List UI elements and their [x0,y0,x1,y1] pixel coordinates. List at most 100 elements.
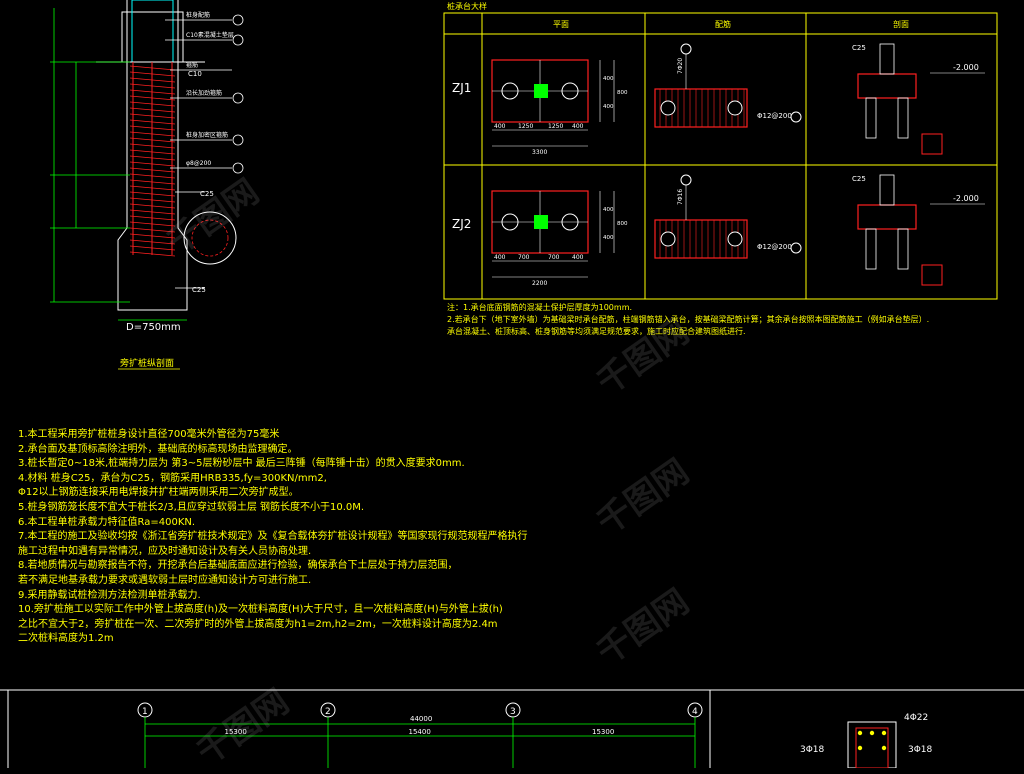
reinf-top-text: 7Φ20 [677,58,684,74]
section-pile [897,228,909,270]
pile-circle-icon [727,100,743,116]
callout-circle [680,43,692,55]
stirrup-line [129,221,176,227]
plan-span-text: 15300 [592,728,614,736]
section-column [879,174,895,206]
stirrup-line [129,197,176,203]
plan-total-text: 3300 [532,149,547,156]
detail-label-right: 3Φ18 [908,745,933,755]
plan-dim-text: 400 [494,254,506,261]
plan-dim-text: 400 [572,254,584,261]
section-cap [857,73,917,99]
section-conc-text: C25 [852,175,866,183]
row-id-zj2: ZJ2 [452,217,471,231]
reinf-top-text: 7Φ16 [677,189,684,205]
detail-label-left: 3Φ18 [800,745,825,755]
stirrup-line [129,209,176,215]
general-notes: 1.本工程采用旁扩桩桩身设计直径700毫米外管径为75毫米 2.承台面及基顶标高… [18,428,528,647]
cap-reinf-outline [654,219,748,259]
stirrup-line [129,185,176,191]
stirrup-line [129,71,176,77]
plan-dim-text: 400 [494,123,506,130]
stirrup-line [129,143,176,149]
stirrup-line [129,137,176,143]
stirrup-line [129,65,176,71]
pile-callout-text: C10素混凝土垫层 [186,31,234,39]
pile-section: D=750mm C10 C25 C25 旁扩桩纵剖面 桩身配筋C10素混凝土垫层… [50,0,244,370]
plan-span-text: 15300 [225,728,247,736]
plan-dim-text: 700 [518,254,530,261]
stirrup-line [129,203,176,209]
pile-conc-top: C10 [188,70,202,78]
stirrup-line [129,167,176,173]
stirrup-line [129,77,176,83]
note-line: 9.采用静载试桩检测方法检测单桩承载力. [18,589,201,601]
note-line: 10.旁扩桩施工以实际工作中外管上拔高度(h)及一次桩料高度(H)大于尺寸，且一… [18,604,503,616]
pile-callout-text: 箍筋 [186,61,198,69]
stirrup-line [129,173,176,179]
stirrup-line [129,107,176,113]
note-line: 若不满足地基承载力要求或遇软弱土层时应通知设计方可进行施工. [18,574,312,586]
pile-diameter-label: D=750mm [126,322,181,333]
section-elev-text: -2.000 [953,194,979,203]
note-line: 2.承台面及基顶标高除注明外，基础底的标高现场由监理确定。 [18,443,298,455]
note-line: 二次桩料高度为1.2m [18,633,114,645]
col-header-section: 剖面 [893,19,909,29]
plan-side-text: 800 [617,90,628,96]
stirrup-line [129,131,176,137]
stirrup-line [129,83,176,89]
stirrup-line [129,125,176,131]
section-conc-text: C25 [852,44,866,52]
reinf-side-text: Φ12@200 [757,243,792,251]
plan-dim-text: 1250 [548,123,563,130]
stirrup-line [129,95,176,101]
note-line: 8.若地质情况与勘察报告不符，开挖承台后基础底面应进行检验，确保承台下土层处于持… [18,560,458,572]
column-square [534,215,548,229]
pile-callout-text: 沿长加劲箍筋 [186,89,222,97]
plan-total-span: 44000 [410,715,432,723]
plan-side-text: 400 [603,76,614,82]
plan-side-text: 800 [617,221,628,227]
note-line: 1.本工程采用旁扩桩桩身设计直径700毫米外管径为75毫米 [18,429,280,440]
stirrup-line [129,191,176,197]
cap-reinf-outline [654,88,748,128]
detail-label-top: 4Φ22 [904,713,928,723]
col-header-reinf: 配筋 [715,19,731,29]
plan-total-text: 2200 [532,280,547,287]
plan-side-text: 400 [603,104,614,110]
stirrup-line [129,113,176,119]
stirrup-line [129,179,176,185]
stirrup-line [129,245,176,251]
plan-dim-text: 1250 [518,123,533,130]
plan-dim-text: 400 [572,123,584,130]
grid-axis-label: 4 [692,707,698,717]
plan-dim-text: 700 [548,254,560,261]
stirrup-line [129,119,176,125]
pile-circle-icon [561,213,579,231]
section-pile [897,97,909,139]
section-pile [865,228,877,270]
pile-circle-icon [660,100,676,116]
pile-callout-text: φ8@200 [186,160,211,167]
section-elev-text: -2.000 [953,63,979,72]
pile-circle-icon [660,231,676,247]
pile-conc-mid: C25 [200,190,214,198]
grid-axis-label: 1 [142,707,148,717]
pile-circle-icon [561,82,579,100]
callout-circle [680,174,692,186]
callout-circle [790,111,802,123]
col-header-plan: 平面 [553,20,569,29]
stirrup-line [129,101,176,107]
pile-section-title: 旁扩桩纵剖面 [120,357,174,369]
note-line: 6.本工程单桩承载力特征值Ra=400KN. [18,516,196,528]
section-pile [865,97,877,139]
section-detail-box [921,133,943,155]
note-line: 5.桩身钢筋笼长度不宜大于桩长2/3,且应穿过软弱土层 钢筋长度不小于10.0M… [18,501,365,513]
stirrup-line [129,227,176,233]
stirrup-line [129,155,176,161]
note-line: 7.本工程的施工及验收均按《浙江省旁扩桩技术规定》及《复合载体夯扩桩设计规程》等… [18,531,528,543]
